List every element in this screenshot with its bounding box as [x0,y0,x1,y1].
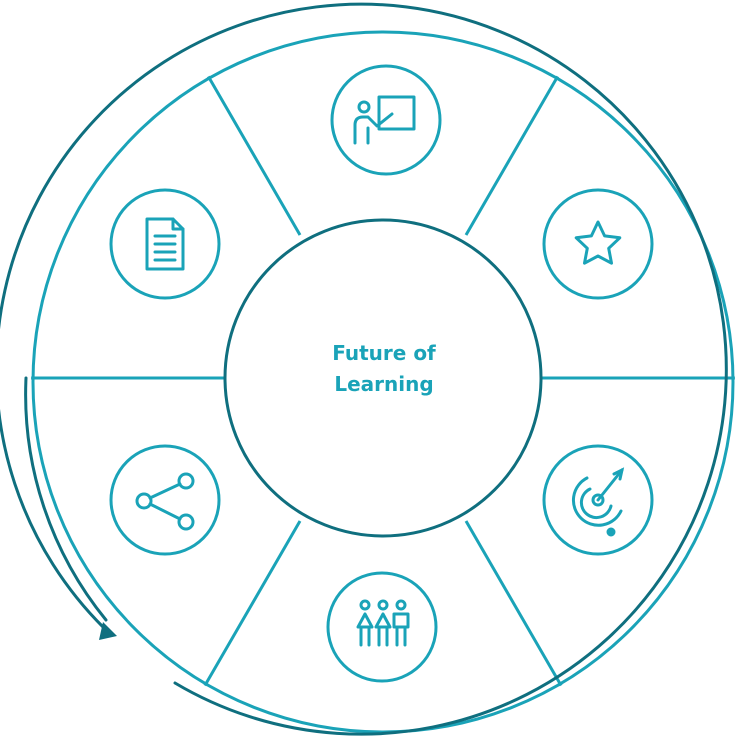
radar-target-icon [571,467,625,537]
cycle-arrow [0,2,728,736]
team-people-icon [356,599,410,647]
center-circle [223,218,543,538]
divider-line [198,520,302,695]
share-network-badge [109,444,221,556]
center-label-line1: Future of [332,341,436,365]
star-icon [574,220,622,265]
divider-line [198,61,302,236]
radar-target-badge [542,444,654,556]
outer-ring [31,30,735,734]
divider-line [464,61,568,236]
cycle-arrow-arc [24,376,108,622]
team-people-badge [326,571,438,683]
divider-line [464,520,568,695]
segment-dividers [31,61,735,695]
star-badge [542,188,654,300]
share-network-icon [135,472,195,531]
document-badge [109,188,221,300]
presentation-icon [353,95,416,145]
cycle-arrow-arc [0,2,728,736]
document-icon [145,217,185,271]
center-label: Future of Learning [234,338,534,400]
presentation-badge [330,64,442,176]
center-label-line2: Learning [334,372,434,396]
cycle-arrowhead [99,622,117,640]
